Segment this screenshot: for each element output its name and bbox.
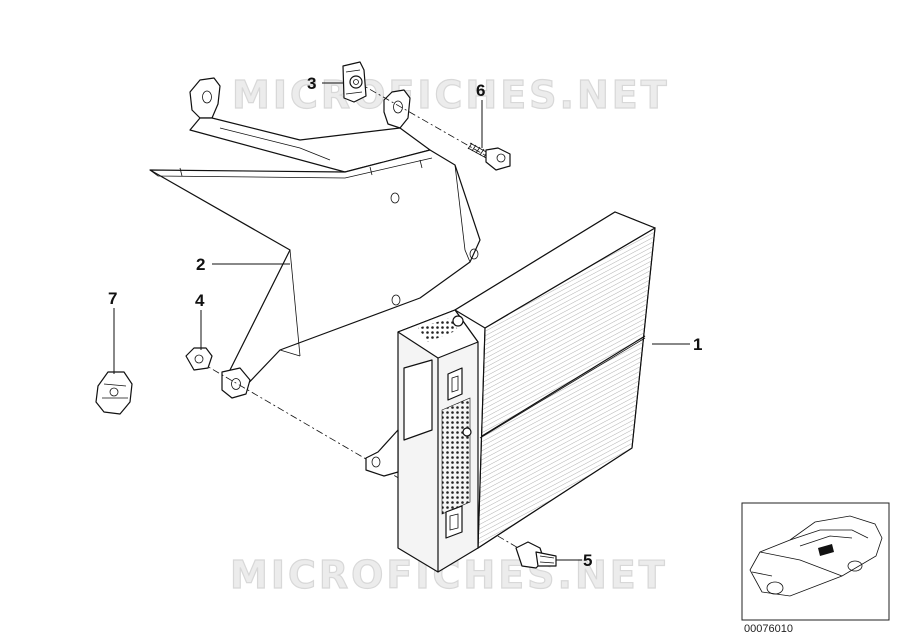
callout-1: 1 [693,335,702,354]
clip-nut-part-3 [342,61,367,103]
callout-4: 4 [195,291,205,310]
watermark-top: MICROFICHES.NET [232,73,670,117]
callout-6: 6 [476,81,485,100]
hex-nut-part-4 [185,347,213,371]
callout-5: 5 [583,551,592,570]
cable-clip-part-7 [95,371,133,415]
screw-part-6 [467,142,511,171]
car-silhouette-icon [749,515,883,597]
assembly-line-upper [356,81,491,159]
callout-2: 2 [196,255,205,274]
callout-7: 7 [108,289,117,308]
control-unit-part-1 [365,211,656,573]
vehicle-thumbnail: 00076010 [741,502,890,635]
bolt-part-5 [515,541,557,569]
callout-3: 3 [307,74,316,93]
thumbnail-reference: 00076010 [744,623,793,635]
bracket-part-2 [149,77,481,399]
